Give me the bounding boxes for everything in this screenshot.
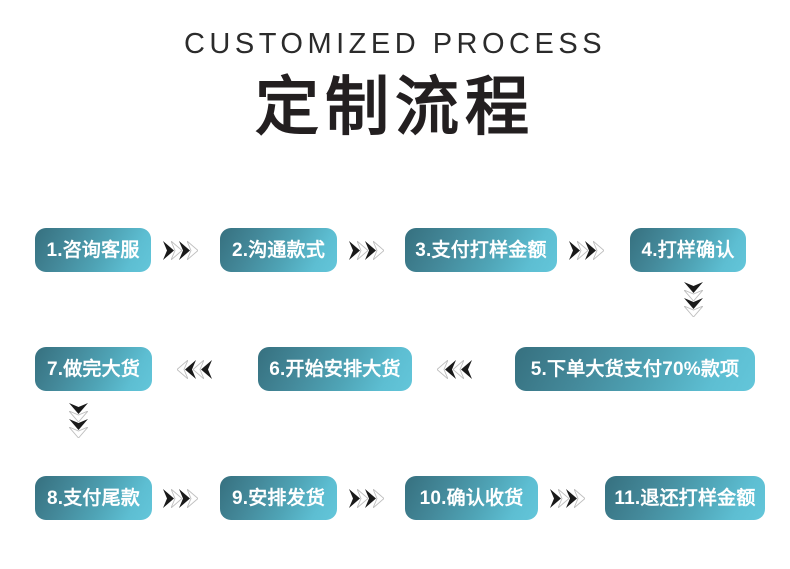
flow-connector-horizontal xyxy=(163,487,198,509)
chevron-right-icon xyxy=(179,488,190,508)
process-step-label: 6.开始安排大货 xyxy=(269,358,401,380)
chevron-left-icon xyxy=(453,359,464,379)
flow-connector-horizontal xyxy=(349,239,384,261)
chevron-left-icon xyxy=(185,359,196,379)
chevron-right-icon xyxy=(550,488,561,508)
chevron-down-icon xyxy=(68,427,88,438)
chevron-right-icon xyxy=(566,488,577,508)
page-title: 定制流程 xyxy=(255,71,535,143)
process-step-box[interactable]: 3.支付打样金额 xyxy=(405,228,557,272)
chevron-right-icon xyxy=(187,488,198,508)
chevron-left-icon xyxy=(461,359,472,379)
chevron-right-icon xyxy=(574,488,585,508)
chevron-right-icon xyxy=(365,488,376,508)
flow-connector-horizontal xyxy=(177,358,212,380)
chevron-right-icon xyxy=(357,488,368,508)
chevron-down-icon xyxy=(68,403,88,414)
chevron-right-icon xyxy=(187,240,198,260)
chevron-left-icon xyxy=(193,359,204,379)
process-step-box[interactable]: 10.确认收货 xyxy=(405,476,538,520)
process-step-box[interactable]: 2.沟通款式 xyxy=(220,228,337,272)
process-step-label: 4.打样确认 xyxy=(641,239,735,261)
process-step-box[interactable]: 11.退还打样金额 xyxy=(605,476,765,520)
chevron-down-icon xyxy=(683,290,703,301)
chevron-left-icon xyxy=(177,359,188,379)
process-step-label: 8.支付尾款 xyxy=(46,487,141,509)
page-header: CUSTOMIZED PROCESS 定制流程 xyxy=(0,0,790,145)
process-step-box[interactable]: 4.打样确认 xyxy=(630,228,746,272)
chevron-right-icon xyxy=(585,240,596,260)
chevron-right-icon xyxy=(349,488,360,508)
chevron-down-icon xyxy=(68,411,88,422)
process-step-box[interactable]: 6.开始安排大货 xyxy=(258,347,412,391)
chevron-right-icon xyxy=(171,488,182,508)
chevron-right-icon xyxy=(593,240,604,260)
chevron-left-icon xyxy=(201,359,212,379)
chevron-down-icon xyxy=(683,306,703,317)
flow-connector-horizontal xyxy=(349,487,384,509)
process-step-label: 3.支付打样金额 xyxy=(415,239,547,261)
flow-connector-vertical xyxy=(67,403,89,438)
page-eyebrow: CUSTOMIZED PROCESS xyxy=(183,28,607,60)
chevron-down-icon xyxy=(68,419,88,430)
process-step-label: 7.做完大货 xyxy=(46,358,141,380)
chevron-right-icon xyxy=(357,240,368,260)
flow-connector-vertical xyxy=(682,282,704,317)
process-step-label: 1.咨询客服 xyxy=(46,239,140,261)
chevron-down-icon xyxy=(683,298,703,309)
chevron-down-icon xyxy=(683,282,703,293)
flow-connector-horizontal xyxy=(569,239,604,261)
chevron-left-icon xyxy=(437,359,448,379)
process-step-label: 9.安排发货 xyxy=(231,487,326,509)
chevron-left-icon xyxy=(445,359,456,379)
flow-connector-horizontal xyxy=(163,239,198,261)
process-step-label: 11.退还打样金额 xyxy=(614,487,756,509)
chevron-right-icon xyxy=(558,488,569,508)
chevron-right-icon xyxy=(373,488,384,508)
process-step-box[interactable]: 9.安排发货 xyxy=(220,476,337,520)
flow-connector-horizontal xyxy=(550,487,585,509)
process-step-box[interactable]: 5.下单大货支付70%款项 xyxy=(515,347,755,391)
flow-connector-horizontal xyxy=(437,358,472,380)
chevron-right-icon xyxy=(365,240,376,260)
chevron-right-icon xyxy=(569,240,580,260)
chevron-right-icon xyxy=(163,240,174,260)
process-step-box[interactable]: 1.咨询客服 xyxy=(35,228,151,272)
process-step-label: 5.下单大货支付70%款项 xyxy=(530,358,740,380)
chevron-right-icon xyxy=(171,240,182,260)
process-step-box[interactable]: 7.做完大货 xyxy=(35,347,152,391)
process-step-box[interactable]: 8.支付尾款 xyxy=(35,476,152,520)
chevron-right-icon xyxy=(373,240,384,260)
chevron-right-icon xyxy=(349,240,360,260)
chevron-right-icon xyxy=(179,240,190,260)
process-step-label: 2.沟通款式 xyxy=(231,239,326,261)
chevron-right-icon xyxy=(163,488,174,508)
chevron-right-icon xyxy=(577,240,588,260)
process-step-label: 10.确认收货 xyxy=(419,487,524,509)
